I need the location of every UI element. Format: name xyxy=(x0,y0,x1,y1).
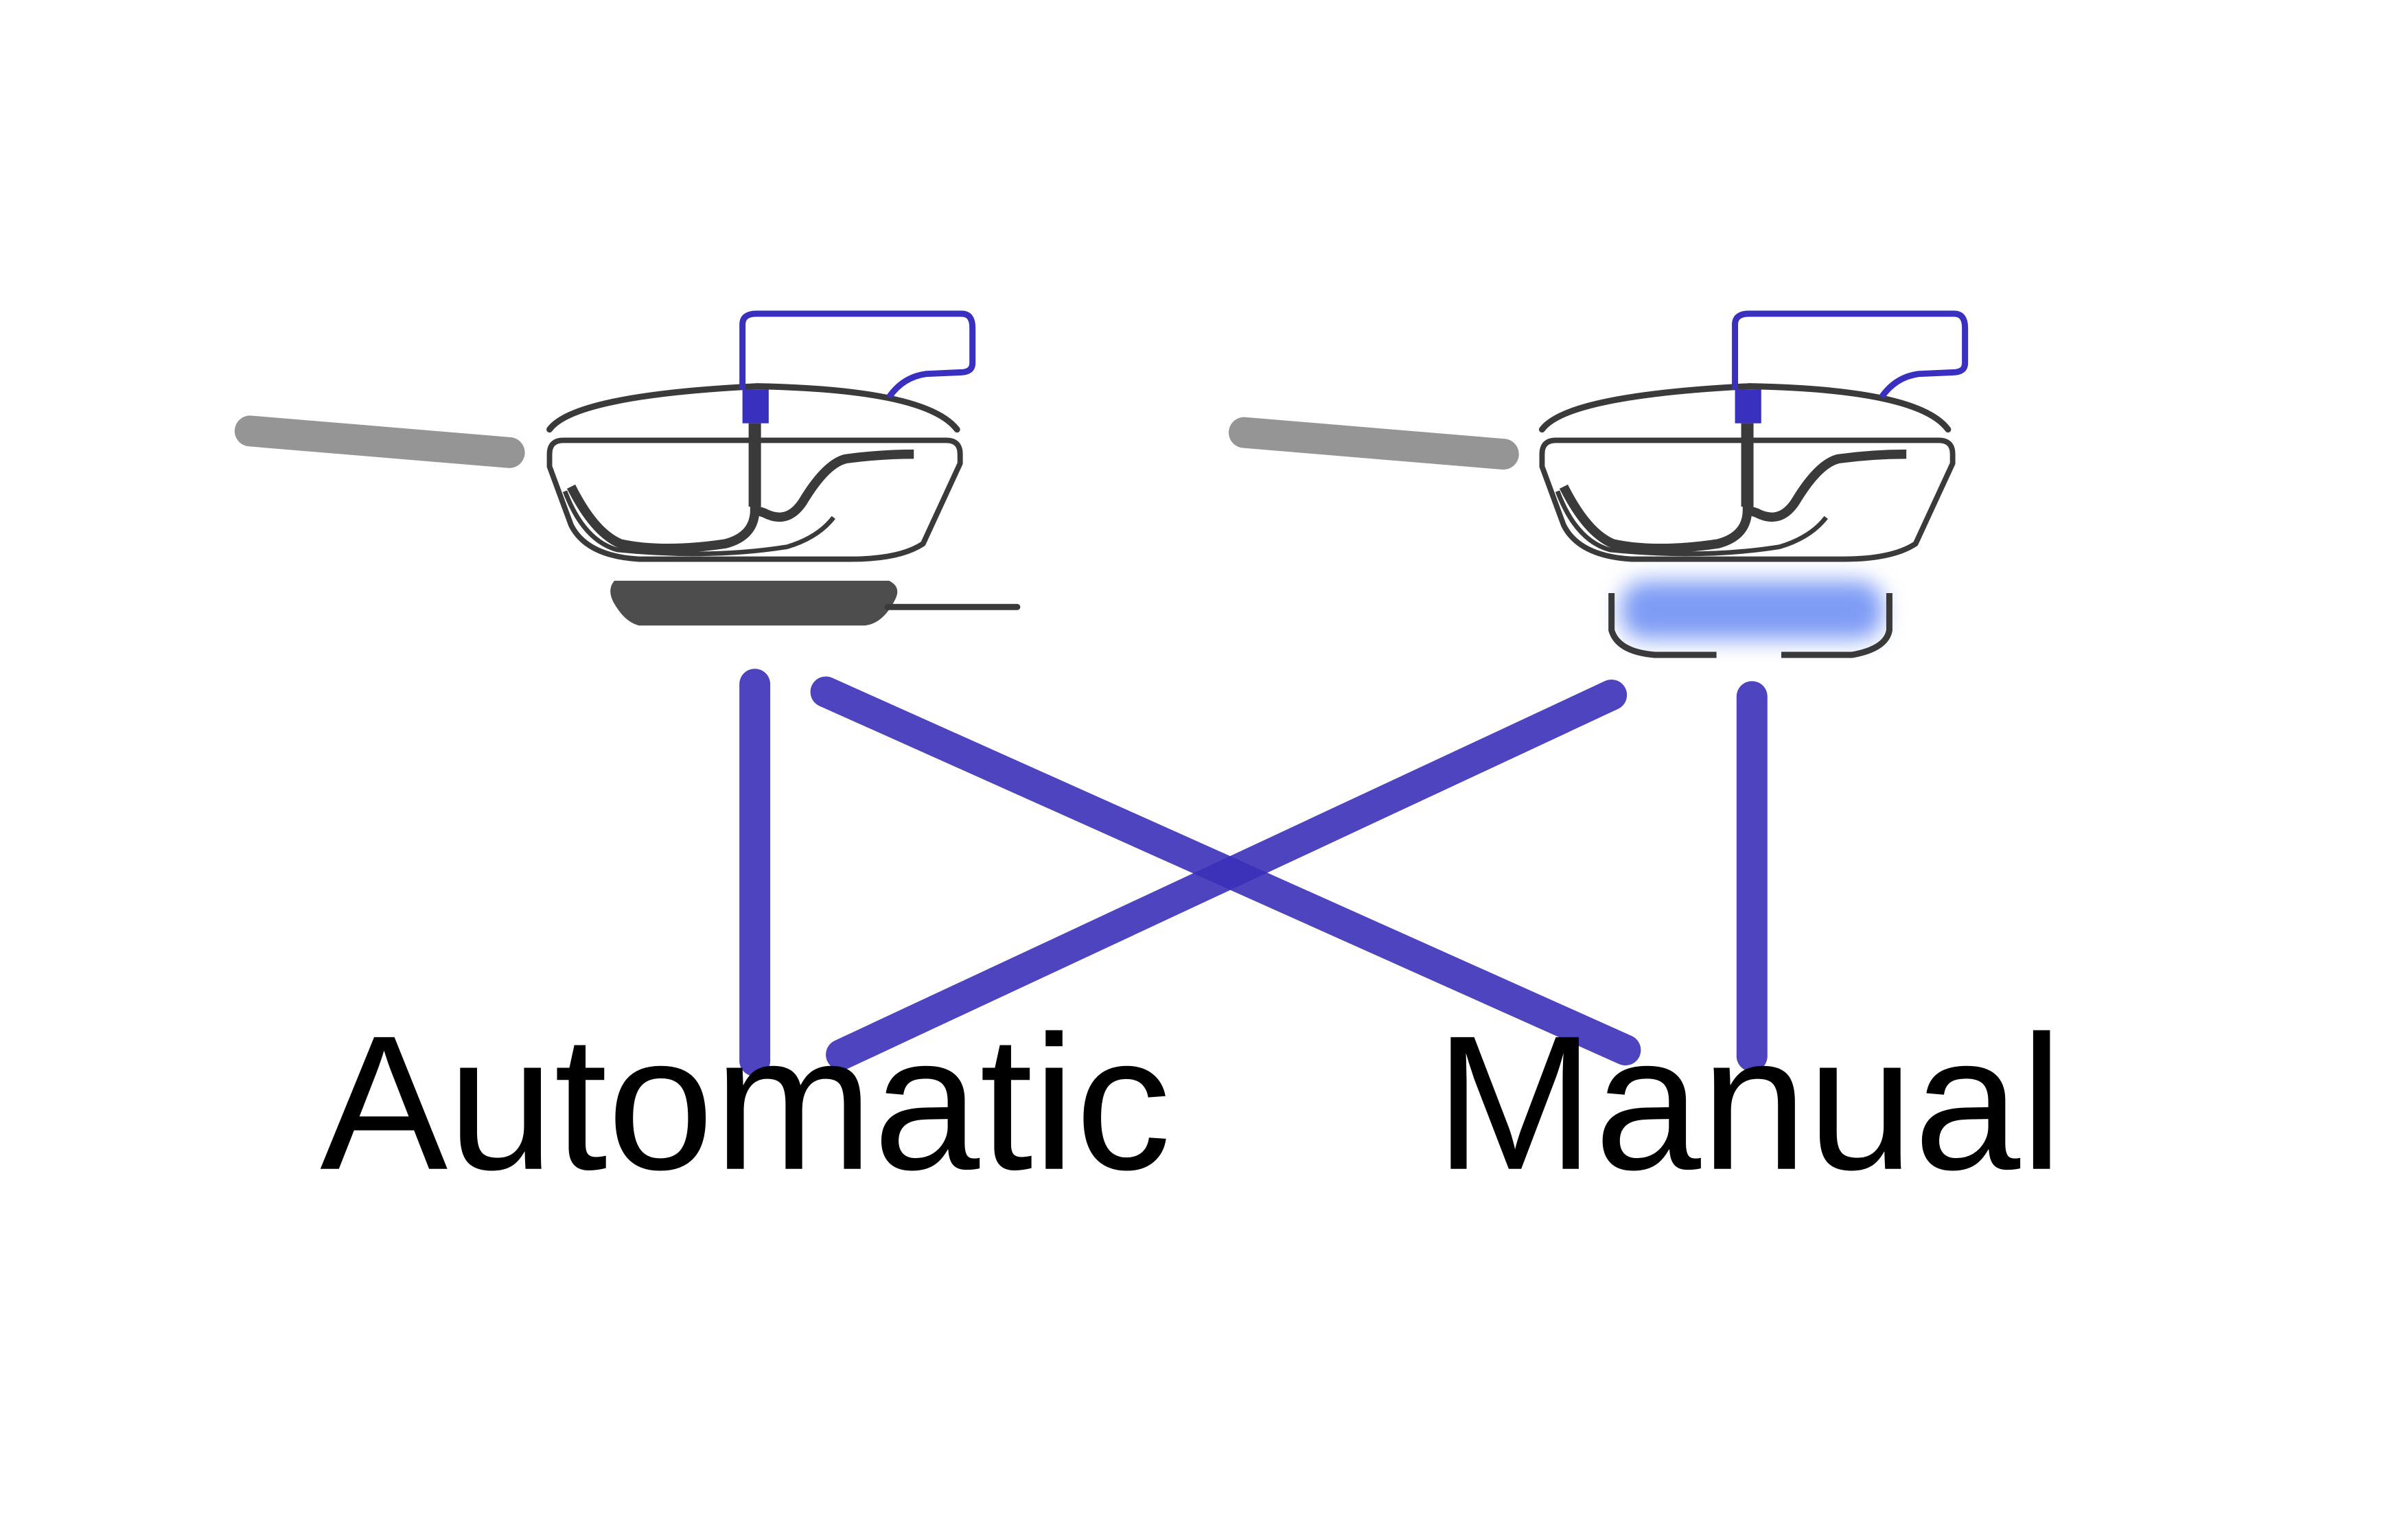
right-probe-block xyxy=(1735,389,1761,424)
heated-burner-icon xyxy=(1608,581,1892,658)
left-probe-block xyxy=(742,389,769,424)
left-bowl-rim xyxy=(546,437,963,562)
right-bowl-inner xyxy=(1559,449,1907,553)
left-handle xyxy=(234,415,525,468)
left-lid xyxy=(546,383,960,433)
burner-outline-right xyxy=(1781,593,1892,658)
left-cooker-icon xyxy=(234,310,1021,626)
right-cooker-icon xyxy=(1228,310,1969,658)
left-probe-wire xyxy=(739,310,976,400)
left-bowl-inner-line xyxy=(562,490,835,557)
label-automatic: Automatic xyxy=(320,997,1171,1210)
right-bowl-rim xyxy=(1539,437,1956,562)
burner-glow xyxy=(1621,581,1884,640)
connector-lines xyxy=(739,669,1768,1076)
frying-pan-icon xyxy=(610,581,898,626)
right-bowl-inner-line xyxy=(1555,490,1828,557)
label-manual: Manual xyxy=(1435,997,2063,1210)
left-bowl-inner xyxy=(566,449,914,553)
right-lid xyxy=(1538,383,1952,433)
connector-cross-right-to-automatic xyxy=(826,679,1628,1070)
right-probe-wire xyxy=(1732,310,1969,400)
right-handle xyxy=(1228,417,1519,470)
burner-outline-left xyxy=(1608,593,1717,658)
